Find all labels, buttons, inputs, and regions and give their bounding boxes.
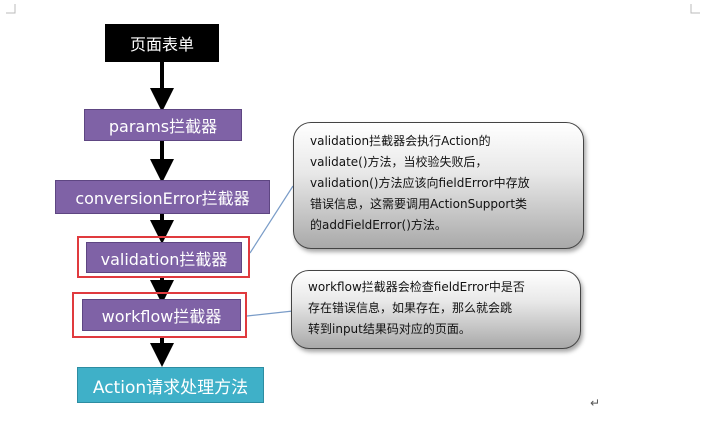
note-validation-line: validation拦截器会执行Action的 — [310, 134, 491, 148]
note-workflow-line: 转到input结果码对应的页面。 — [308, 322, 471, 336]
node-conversion-error-interceptor: conversionError拦截器 — [55, 180, 270, 214]
note-validation-line: 的addFieldError()方法。 — [310, 218, 447, 232]
page-corner-mark-top-left — [6, 4, 16, 14]
note-validation-line: validate()方法，当校验失败后， — [310, 155, 488, 169]
connector-workflow-note — [246, 310, 294, 317]
paragraph-mark: ↵ — [590, 396, 601, 410]
node-page-form: 页面表单 — [105, 24, 219, 62]
note-validation: validation拦截器会执行Action的 validate()方法，当校验… — [293, 122, 584, 249]
node-action-method: Action请求处理方法 — [77, 367, 264, 403]
note-workflow: workflow拦截器会检查fieldError中是否 存在错误信息，如果存在，… — [291, 270, 581, 349]
note-validation-line: 错误信息，这需要调用ActionSupport类 — [310, 197, 528, 211]
node-workflow-interceptor: workflow拦截器 — [82, 299, 241, 331]
node-validation-interceptor: validation拦截器 — [86, 242, 242, 273]
page-corner-mark-top-right — [690, 4, 700, 14]
note-validation-line: validation()方法应该向fieldError中存放 — [310, 176, 530, 190]
connector-validation-note — [249, 185, 294, 254]
highlight-workflow — [72, 292, 247, 338]
note-workflow-line: workflow拦截器会检查fieldError中是否 — [308, 280, 525, 294]
node-params-interceptor: params拦截器 — [84, 109, 242, 141]
highlight-validation — [77, 236, 250, 278]
note-workflow-line: 存在错误信息，如果存在，那么就会跳 — [308, 301, 513, 315]
